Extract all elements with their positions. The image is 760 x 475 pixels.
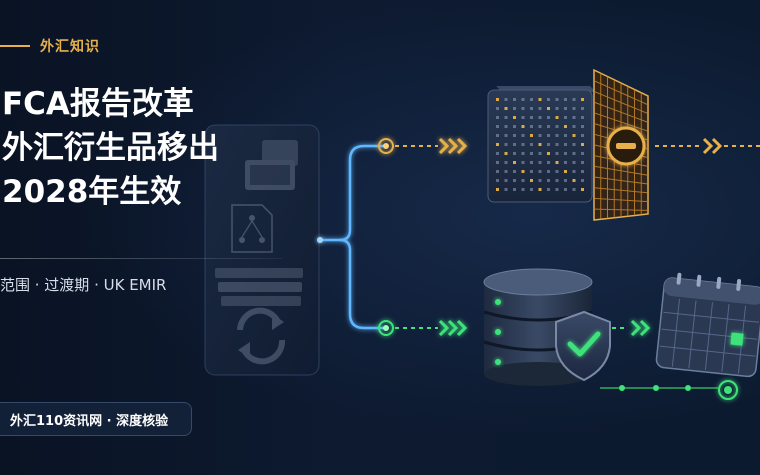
pc-stack-icon (245, 140, 298, 190)
calendar-icon (655, 272, 760, 378)
document-tree-icon (231, 204, 273, 253)
flow-connector (317, 144, 384, 330)
minus-circle-icon (606, 126, 646, 166)
source-panel (204, 124, 320, 376)
headline-line-2: 外汇衍生品移出 (2, 130, 219, 166)
keyword-line: 范围 · 过渡期 · UK EMIR (0, 276, 167, 294)
shield-check-icon (555, 310, 611, 382)
source-badge-text: 外汇110资讯网 · 深度核验 (10, 413, 169, 429)
gold-flow (378, 137, 760, 155)
category-tag: 外汇知识 (0, 36, 100, 56)
source-badge: 外汇110资讯网 · 深度核验 (0, 402, 192, 436)
headline-line-1: FCA报告改革 (2, 86, 194, 122)
chevron-right-icon (438, 319, 468, 337)
chevron-right-icon (630, 319, 651, 337)
chevron-right-icon (438, 137, 468, 155)
green-flow (378, 319, 738, 400)
data-grid-icon (487, 86, 596, 203)
tag-accent-line (0, 45, 30, 47)
headline-line-3: 2028年生效 (2, 174, 182, 210)
server-rack-icon (215, 268, 303, 306)
chevron-right-icon (702, 137, 723, 155)
divider (0, 258, 282, 259)
headline: FCA报告改革 外汇衍生品移出 2028年生效 (2, 82, 219, 214)
category-label: 外汇知识 (40, 39, 100, 55)
sync-arrows-icon (237, 307, 286, 365)
